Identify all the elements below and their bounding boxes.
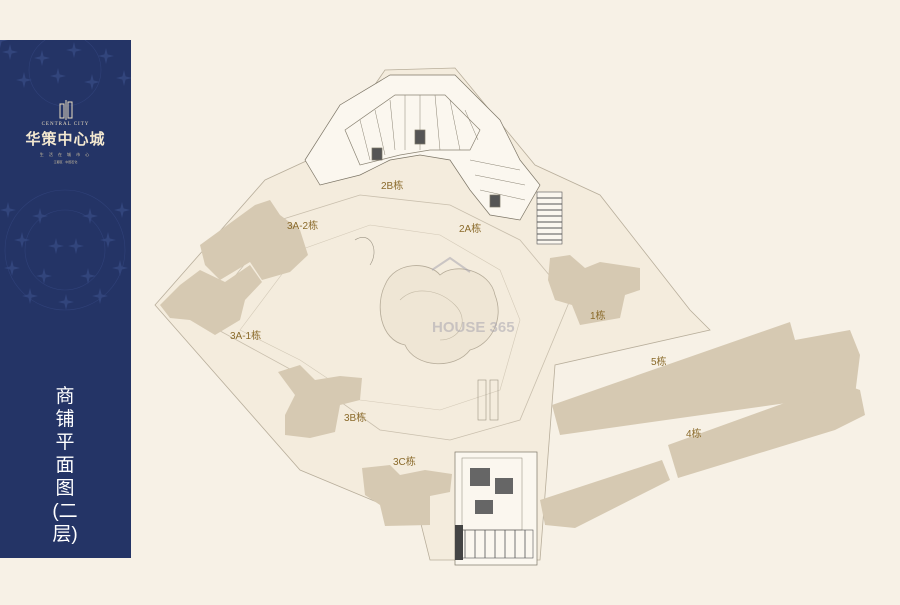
page-title: 商铺平面图(二层)	[52, 386, 78, 545]
watermark-text: HOUSE 365	[432, 319, 515, 336]
building-3a1	[160, 265, 262, 335]
label-4: 4栋	[686, 429, 702, 440]
building-1	[548, 255, 640, 325]
stair	[536, 191, 563, 245]
label-2a: 2A栋	[459, 224, 482, 235]
building-4	[668, 383, 865, 478]
brand-name-en: CENTRAL CITY	[41, 122, 90, 127]
building-3b	[278, 365, 362, 438]
label-5: 5栋	[651, 357, 667, 368]
building-5	[552, 322, 860, 435]
brand-subtext: 江都区 · 中国石化	[53, 160, 78, 164]
label-3c: 3C栋	[393, 457, 416, 468]
brand-name-cn: 华策中心城	[25, 131, 106, 148]
building-3c-commercial	[454, 451, 538, 566]
brand-panel: CENTRAL CITY 华策中心城 生 活 在 城 市 心 江都区 · 中国石…	[0, 40, 131, 558]
logo-mark-icon	[59, 100, 72, 120]
building-4-west	[540, 460, 670, 528]
central-pond	[379, 265, 499, 365]
brand-logo: CENTRAL CITY 华策中心城 生 活 在 城 市 心 江都区 · 中国石…	[0, 100, 131, 164]
label-3b: 3B栋	[344, 413, 367, 424]
label-1: 1栋	[590, 311, 606, 322]
brand-tagline: 生 活 在 城 市 心	[39, 152, 92, 157]
building-2-complex	[304, 74, 541, 221]
site-plan-drawing: HOUSE 365	[154, 67, 865, 566]
label-2b: 2B栋	[381, 181, 404, 192]
watermark: HOUSE 365	[431, 256, 515, 336]
label-3a2: 3A-2栋	[287, 221, 319, 232]
building-3a2	[200, 200, 308, 280]
label-3a1: 3A-1栋	[230, 331, 262, 342]
site-plan: HOUSE 365	[131, 0, 900, 600]
inner-road	[199, 194, 571, 441]
building-3c	[362, 465, 452, 526]
